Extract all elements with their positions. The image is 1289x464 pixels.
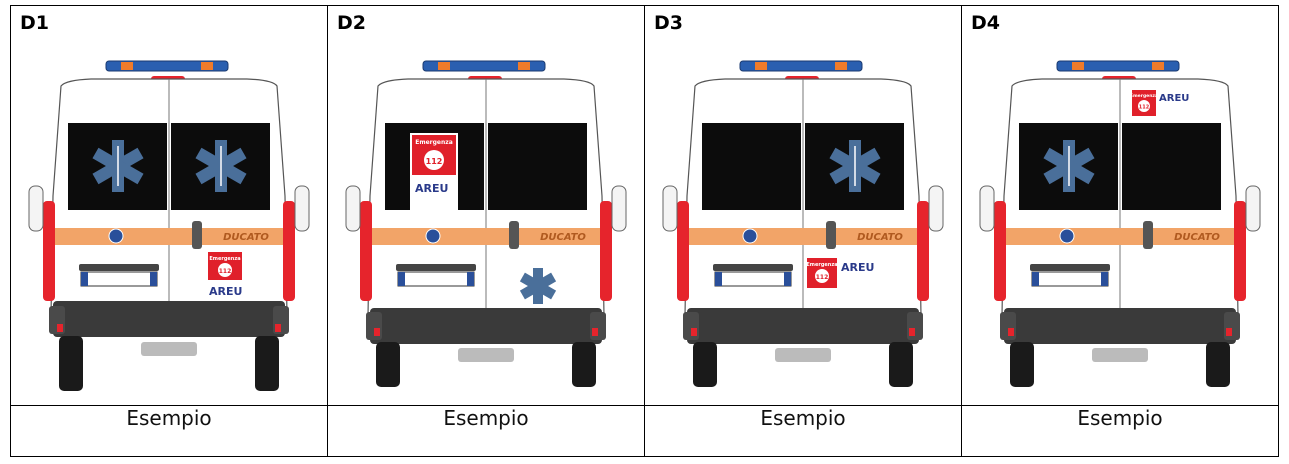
tail-light-right — [600, 201, 612, 301]
window-right — [488, 123, 587, 210]
ambulance-rear-drawing: Emergenza 112 AREU DUCATO — [979, 60, 1261, 387]
door-handle — [1143, 221, 1153, 249]
fiat-badge — [1059, 228, 1075, 244]
image-row: D1 — [10, 5, 1279, 406]
rear-bumper — [687, 308, 919, 344]
model-badge: DUCATO — [857, 232, 903, 243]
star-of-life-icon — [92, 140, 144, 192]
ambulance-rear-drawing: DUCATO Emergenza 112 AREU — [662, 60, 944, 387]
svg-text:AREU: AREU — [1159, 93, 1189, 104]
rear-bumper — [370, 308, 602, 344]
caption-cell-d4: Esempio — [961, 405, 1279, 457]
license-plate — [80, 271, 158, 287]
svg-text:112: 112 — [219, 268, 232, 275]
mirror-left — [979, 185, 995, 232]
caption-row: Esempio Esempio Esempio Esempio — [10, 405, 1279, 457]
wheel-left — [693, 342, 717, 387]
window-right — [1122, 123, 1221, 210]
tail-light-left — [360, 201, 372, 301]
svg-text:112: 112 — [1139, 105, 1150, 111]
panel-d2: D2 Emergenza 112 AREU D — [327, 5, 645, 406]
mirror-right — [611, 185, 627, 232]
light-bar — [422, 60, 546, 72]
svg-text:Emergenza: Emergenza — [1130, 93, 1158, 99]
svg-text:AREU: AREU — [209, 285, 242, 298]
svg-text:Emergenza: Emergenza — [209, 256, 240, 262]
wheel-left — [1010, 342, 1034, 387]
tail-light-left — [677, 201, 689, 301]
star-of-life-icon — [829, 140, 881, 192]
door-handle — [192, 221, 202, 249]
fiat-badge — [108, 228, 124, 244]
caption-cell-d3: Esempio — [644, 405, 962, 457]
panel-d3: D3 DUCATO — [644, 5, 962, 406]
license-plate — [1031, 271, 1109, 287]
tail-light-right — [917, 201, 929, 301]
wheel-right — [572, 342, 596, 387]
caption-cell-d2: Esempio — [327, 405, 645, 457]
svg-text:112: 112 — [816, 274, 829, 281]
ambulance-rear-drawing: Emergenza 112 AREU DUCATO — [345, 60, 627, 387]
caption: Esempio — [760, 406, 846, 430]
wheel-left — [59, 336, 83, 391]
areu-sticker: Emergenza 112 AREU — [208, 252, 242, 298]
tail-light-right — [283, 201, 295, 301]
panel-label: D3 — [654, 12, 683, 34]
rear-bumper — [53, 301, 285, 337]
tail-light-left — [43, 201, 55, 301]
rear-bumper — [1004, 308, 1236, 344]
panel-label: D2 — [337, 12, 366, 34]
wheel-right — [889, 342, 913, 387]
caption: Esempio — [443, 406, 529, 430]
light-bar — [105, 60, 229, 72]
star-of-life-icon — [195, 140, 247, 192]
license-plate — [714, 271, 792, 287]
ambulance-rear-drawing: DUCATO Emergenza 112 AREU — [28, 60, 310, 391]
model-badge: DUCATO — [1174, 232, 1220, 243]
mirror-right — [1245, 185, 1261, 232]
model-badge: DUCATO — [540, 232, 586, 243]
tail-light-right — [1234, 201, 1246, 301]
window-left — [702, 123, 801, 210]
door-handle — [509, 221, 519, 249]
svg-text:AREU: AREU — [415, 182, 448, 195]
light-bar — [739, 60, 863, 72]
mirror-left — [345, 185, 361, 232]
tail-light-left — [994, 201, 1006, 301]
mirror-left — [28, 185, 44, 232]
license-plate — [397, 271, 475, 287]
light-bar — [1056, 60, 1180, 72]
areu-sticker: Emergenza 112 AREU — [806, 258, 874, 288]
panel-label: D4 — [971, 12, 1000, 34]
svg-text:AREU: AREU — [841, 261, 874, 274]
fiat-badge — [742, 228, 758, 244]
panel-label: D1 — [20, 12, 49, 34]
caption: Esempio — [126, 406, 212, 430]
svg-text:112: 112 — [426, 157, 443, 166]
panel-d4: D4 Emergenza 112 AREU — [961, 5, 1279, 406]
star-of-life-icon — [1043, 140, 1095, 192]
model-badge: DUCATO — [223, 232, 269, 243]
mirror-right — [928, 185, 944, 232]
caption-cell-d1: Esempio — [10, 405, 328, 457]
svg-text:Emergenza: Emergenza — [806, 262, 837, 268]
vehicle-layout-table: D1 — [10, 5, 1279, 457]
areu-sticker: Emergenza 112 AREU — [1130, 90, 1189, 116]
areu-sticker: Emergenza 112 AREU — [410, 133, 458, 211]
svg-text:Emergenza: Emergenza — [415, 139, 453, 146]
fiat-badge — [425, 228, 441, 244]
star-of-life-icon — [519, 268, 557, 304]
wheel-right — [255, 336, 279, 391]
panel-d1: D1 — [10, 5, 328, 406]
wheel-left — [376, 342, 400, 387]
caption: Esempio — [1077, 406, 1163, 430]
wheel-right — [1206, 342, 1230, 387]
mirror-right — [294, 185, 310, 232]
door-handle — [826, 221, 836, 249]
mirror-left — [662, 185, 678, 232]
